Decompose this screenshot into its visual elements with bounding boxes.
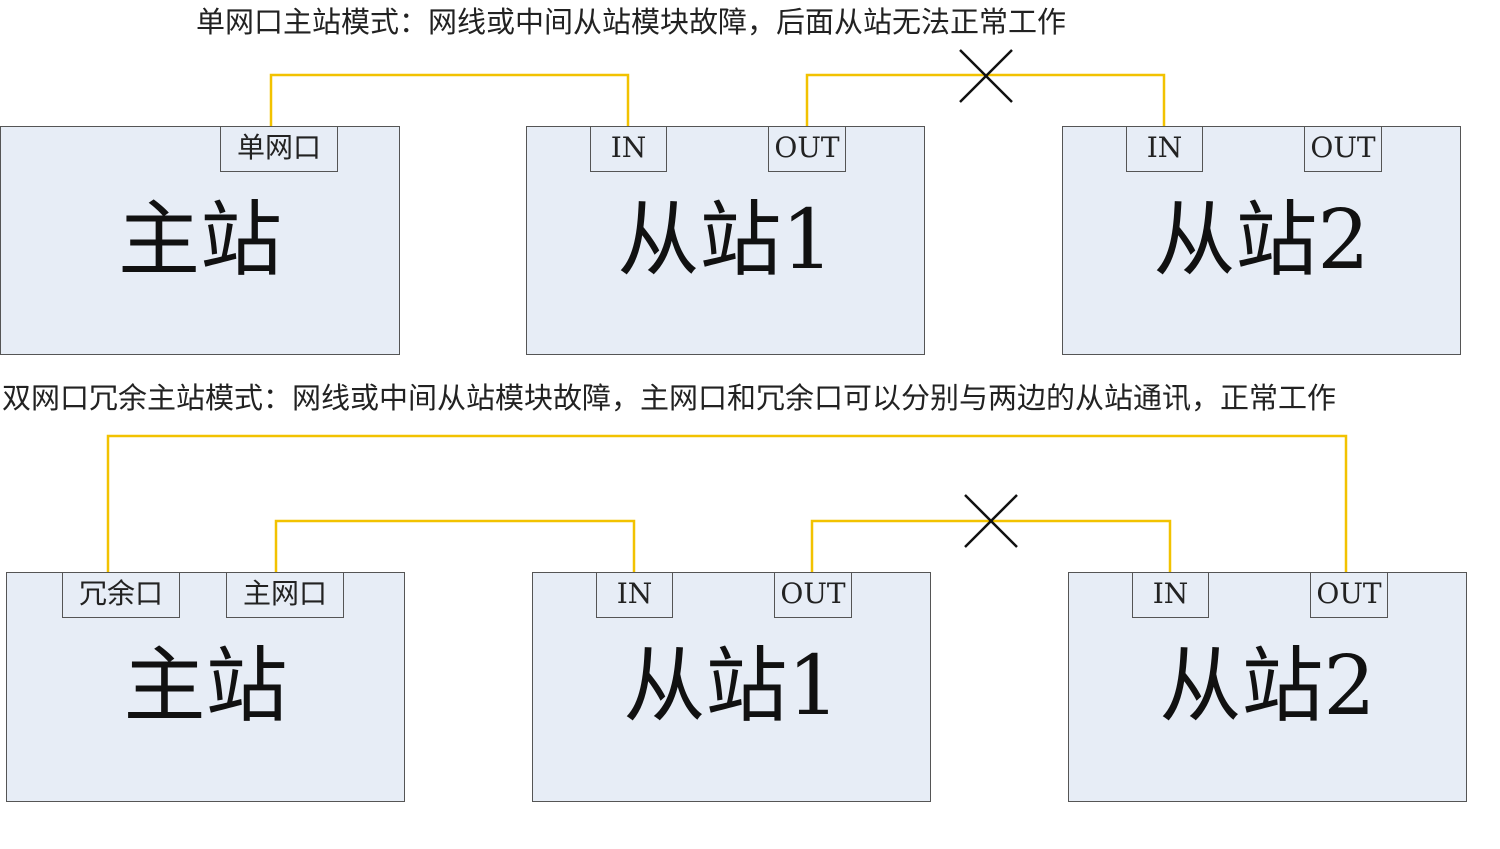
cable-redundant-loop	[106, 434, 1348, 572]
cable-break-x-icon	[959, 49, 1013, 103]
main-port: 主网口	[226, 572, 344, 618]
slave2-in-port: IN	[1126, 126, 1203, 172]
redundant-slave1-label: 从站1	[623, 639, 840, 734]
cable-redundant-slave1-to-slave2	[810, 519, 1172, 572]
redundant-caption: 双网口冗余主站模式：网线或中间从站模块故障，主网口和冗余口可以分别与两边的从站通…	[2, 381, 1337, 415]
master-station-label: 主站	[117, 193, 282, 288]
slave2-label: 从站2	[1153, 193, 1370, 288]
slave1-in-port: IN	[590, 126, 667, 172]
single-port-caption: 单网口主站模式：网线或中间从站模块故障，后面从站无法正常工作	[196, 5, 1067, 39]
redundant-slave2-in-port: IN	[1132, 572, 1209, 618]
slave1-out-port: OUT	[768, 126, 846, 172]
master-station-box: 主站	[0, 126, 400, 355]
slave1-box: 从站1	[526, 126, 925, 355]
redundant-slave1-out-port: OUT	[774, 572, 852, 618]
cable-master-to-slave1	[269, 73, 630, 126]
single-port: 单网口	[220, 126, 338, 172]
slave1-label: 从站1	[617, 193, 834, 288]
redundant-slave2-label: 从站2	[1159, 639, 1376, 734]
cable-slave1-to-slave2	[805, 73, 1166, 126]
redundant-slave2-out-port: OUT	[1310, 572, 1388, 618]
redundant-slave1-in-port: IN	[596, 572, 673, 618]
slave2-out-port: OUT	[1304, 126, 1382, 172]
redundant-master-label: 主站	[123, 639, 288, 734]
cable-break-x-icon	[964, 494, 1018, 548]
cable-main-to-slave1	[274, 519, 636, 572]
redundant-port: 冗余口	[62, 572, 180, 618]
